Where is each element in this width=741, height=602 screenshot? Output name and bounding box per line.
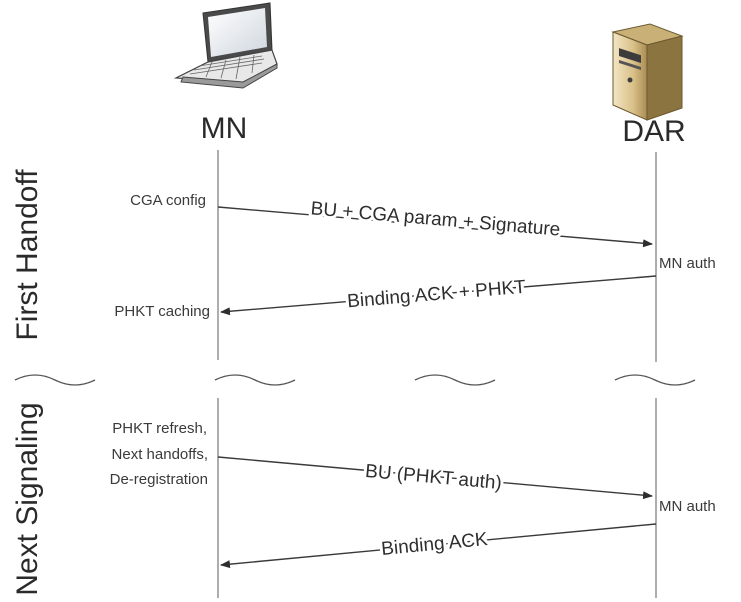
message-label: Binding ACK + PHKT [346, 277, 527, 313]
note-mn-auth-2: MN auth [659, 498, 716, 515]
phase-label-first-handoff: First Handoff [11, 169, 44, 341]
message-arrow [217, 456, 653, 500]
message-bu-phkt-auth: BU (PHKT auth) [217, 456, 653, 500]
wave-separator [14, 374, 96, 386]
dar-label: DAR [622, 115, 685, 148]
message-arrow [220, 275, 657, 316]
note-mn-auth-1: MN auth [659, 255, 716, 272]
message-arrow [220, 523, 657, 569]
message-binding-ack: Binding ACK [220, 523, 657, 569]
laptop-icon [173, 2, 278, 89]
server-icon [611, 23, 684, 121]
note-next-handoffs: Next handoffs, [112, 446, 208, 463]
mn-label: MN [201, 112, 248, 145]
message-label: Binding ACK [380, 529, 489, 560]
message-arrow [217, 206, 653, 248]
phase-label-next-signaling: Next Signaling [11, 402, 44, 595]
wave-separator [214, 374, 296, 386]
note-deregistration: De-registration [110, 471, 208, 488]
message-binding-ack-phkt: Binding ACK + PHKT [220, 274, 657, 316]
phase-break [14, 374, 696, 386]
wave-separator [414, 374, 496, 386]
wave-separator [614, 374, 696, 386]
message-label: BU + CGA param + Signature [310, 198, 561, 240]
message-bu-cga: BU + CGA param + Signature [217, 195, 653, 248]
note-phkt-refresh: PHKT refresh, [112, 420, 207, 437]
note-cga-config: CGA config [130, 192, 206, 209]
note-phkt-caching: PHKT caching [114, 303, 210, 320]
message-label: BU (PHKT auth) [364, 461, 502, 494]
